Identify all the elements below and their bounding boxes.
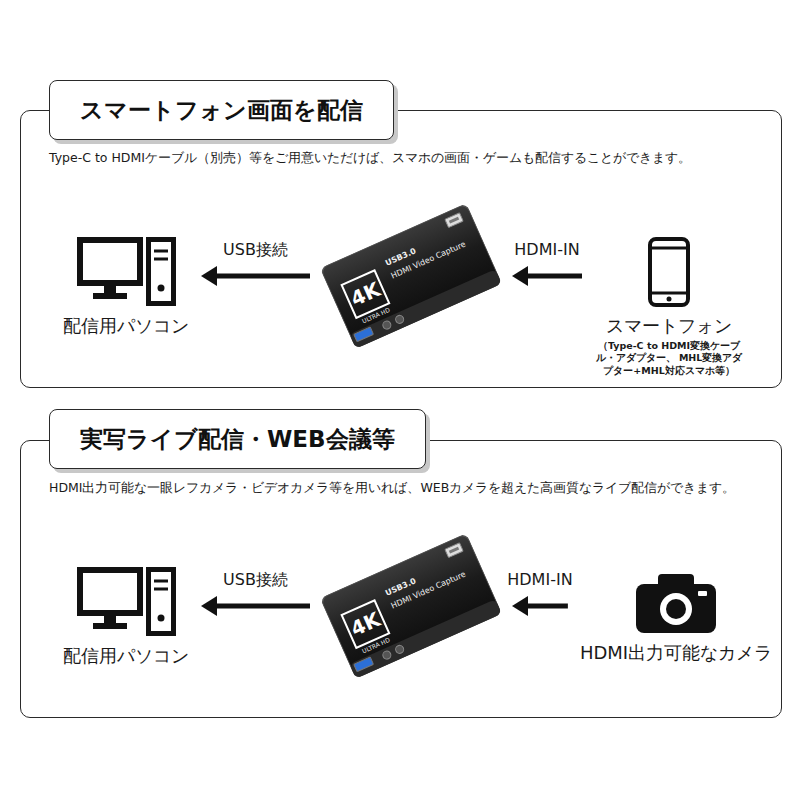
panel-title: スマートフォン画面を配信 xyxy=(80,95,363,126)
device-body: 4KULTRA HDUSB3.0HDMI Video Capture xyxy=(320,533,502,678)
device-body: 4KULTRA HDUSB3.0HDMI Video Capture xyxy=(320,203,502,348)
icon-part xyxy=(320,203,502,348)
icon-part xyxy=(354,657,374,672)
icon-part xyxy=(93,623,127,629)
capture-device-node: 4KULTRA HDUSB3.0HDMI Video Capture xyxy=(318,531,504,681)
icon-part xyxy=(650,247,688,250)
icon-part xyxy=(354,327,374,342)
panel-title: 実写ライブ配信・WEB会議等 xyxy=(80,424,395,455)
icon-holder xyxy=(634,571,718,635)
panel-box: HDMI出力可能な一眼レフカメラ・ビデオカメラ等を用いれば、WEBカメラを超えた… xyxy=(20,440,782,718)
pc-icon xyxy=(76,566,176,638)
smartphone-icon xyxy=(647,236,691,308)
icon-part xyxy=(445,213,463,228)
icon-holder xyxy=(647,236,691,308)
arrow-connector xyxy=(512,266,582,286)
icon-part xyxy=(93,293,127,299)
arrow-head xyxy=(201,596,217,616)
icon-part xyxy=(636,584,716,633)
pc-icon xyxy=(76,236,176,308)
icon-part xyxy=(154,258,168,261)
capture-device xyxy=(320,533,502,678)
icon-part xyxy=(104,283,116,293)
icon-part xyxy=(154,580,168,583)
icon-part xyxy=(149,240,174,304)
connector-label: USB接続 xyxy=(219,570,292,591)
arrow-line xyxy=(215,604,310,609)
panel-box: Type-C to HDMIケーブル（別売）等をご用意いただけば、スマホの画面・… xyxy=(20,110,782,388)
icon-part xyxy=(394,644,405,655)
icon-part xyxy=(154,250,168,253)
connector-label: HDMI-IN xyxy=(510,240,583,259)
icon-part xyxy=(149,570,174,634)
capture-device xyxy=(320,203,502,348)
icon-part xyxy=(449,217,459,224)
icon-part xyxy=(650,239,688,305)
title-tab: スマートフォン画面を配信 xyxy=(49,80,394,140)
icon-part xyxy=(104,613,116,623)
camera-icon xyxy=(634,571,718,635)
arrow-connector xyxy=(201,266,310,286)
arrow-line xyxy=(215,274,310,279)
icon-part xyxy=(698,591,707,596)
arrow-line xyxy=(526,604,568,609)
icon-part xyxy=(80,240,140,283)
pc-node: 配信用パソコン xyxy=(59,236,193,338)
icon-part xyxy=(394,314,405,325)
icon-part xyxy=(382,650,393,661)
icon-part xyxy=(449,547,459,554)
smartphone-node: スマートフォン（Type-C to HDMI変換ケーブル・アダプター、 MHL変… xyxy=(590,236,748,377)
icon-part xyxy=(660,593,692,625)
arrow-connector xyxy=(512,596,568,616)
icon-part xyxy=(667,297,672,302)
icon-part xyxy=(320,533,502,678)
arrow-line xyxy=(526,274,582,279)
arrow-head xyxy=(512,266,528,286)
icon-holder xyxy=(76,566,176,638)
icon-part xyxy=(666,599,686,619)
icon-part xyxy=(154,588,168,591)
connector-label: USB接続 xyxy=(219,240,292,261)
node-label: 配信用パソコン xyxy=(63,644,189,668)
icon-part xyxy=(158,615,165,622)
icon-part xyxy=(80,570,140,613)
arrow-head xyxy=(512,596,528,616)
description-text: Type-C to HDMIケーブル（別売）等をご用意いただけば、スマホの画面・… xyxy=(49,150,691,167)
connector-label: HDMI-IN xyxy=(503,570,576,589)
node-note: （Type-C to HDMI変換ケーブル・アダプター、 MHL変換アダプター+… xyxy=(594,340,744,377)
icon-part xyxy=(445,543,463,558)
capture-device-node: 4KULTRA HDUSB3.0HDMI Video Capture xyxy=(318,201,504,351)
node-label: 配信用パソコン xyxy=(63,314,189,338)
camera-node: HDMI出力可能なカメラ xyxy=(576,571,776,665)
title-tab: 実写ライブ配信・WEB会議等 xyxy=(49,409,426,469)
description-text: HDMI出力可能な一眼レフカメラ・ビデオカメラ等を用いれば、WEBカメラを超えた… xyxy=(49,480,735,497)
icon-part xyxy=(650,292,688,295)
icon-holder xyxy=(76,236,176,308)
arrow-head xyxy=(201,266,217,286)
node-label: スマートフォン xyxy=(606,314,732,338)
node-label: HDMI出力可能なカメラ xyxy=(580,641,772,665)
icon-part xyxy=(158,285,165,292)
arrow-connector xyxy=(201,596,310,616)
icon-part xyxy=(382,320,393,331)
pc-node: 配信用パソコン xyxy=(59,566,193,668)
